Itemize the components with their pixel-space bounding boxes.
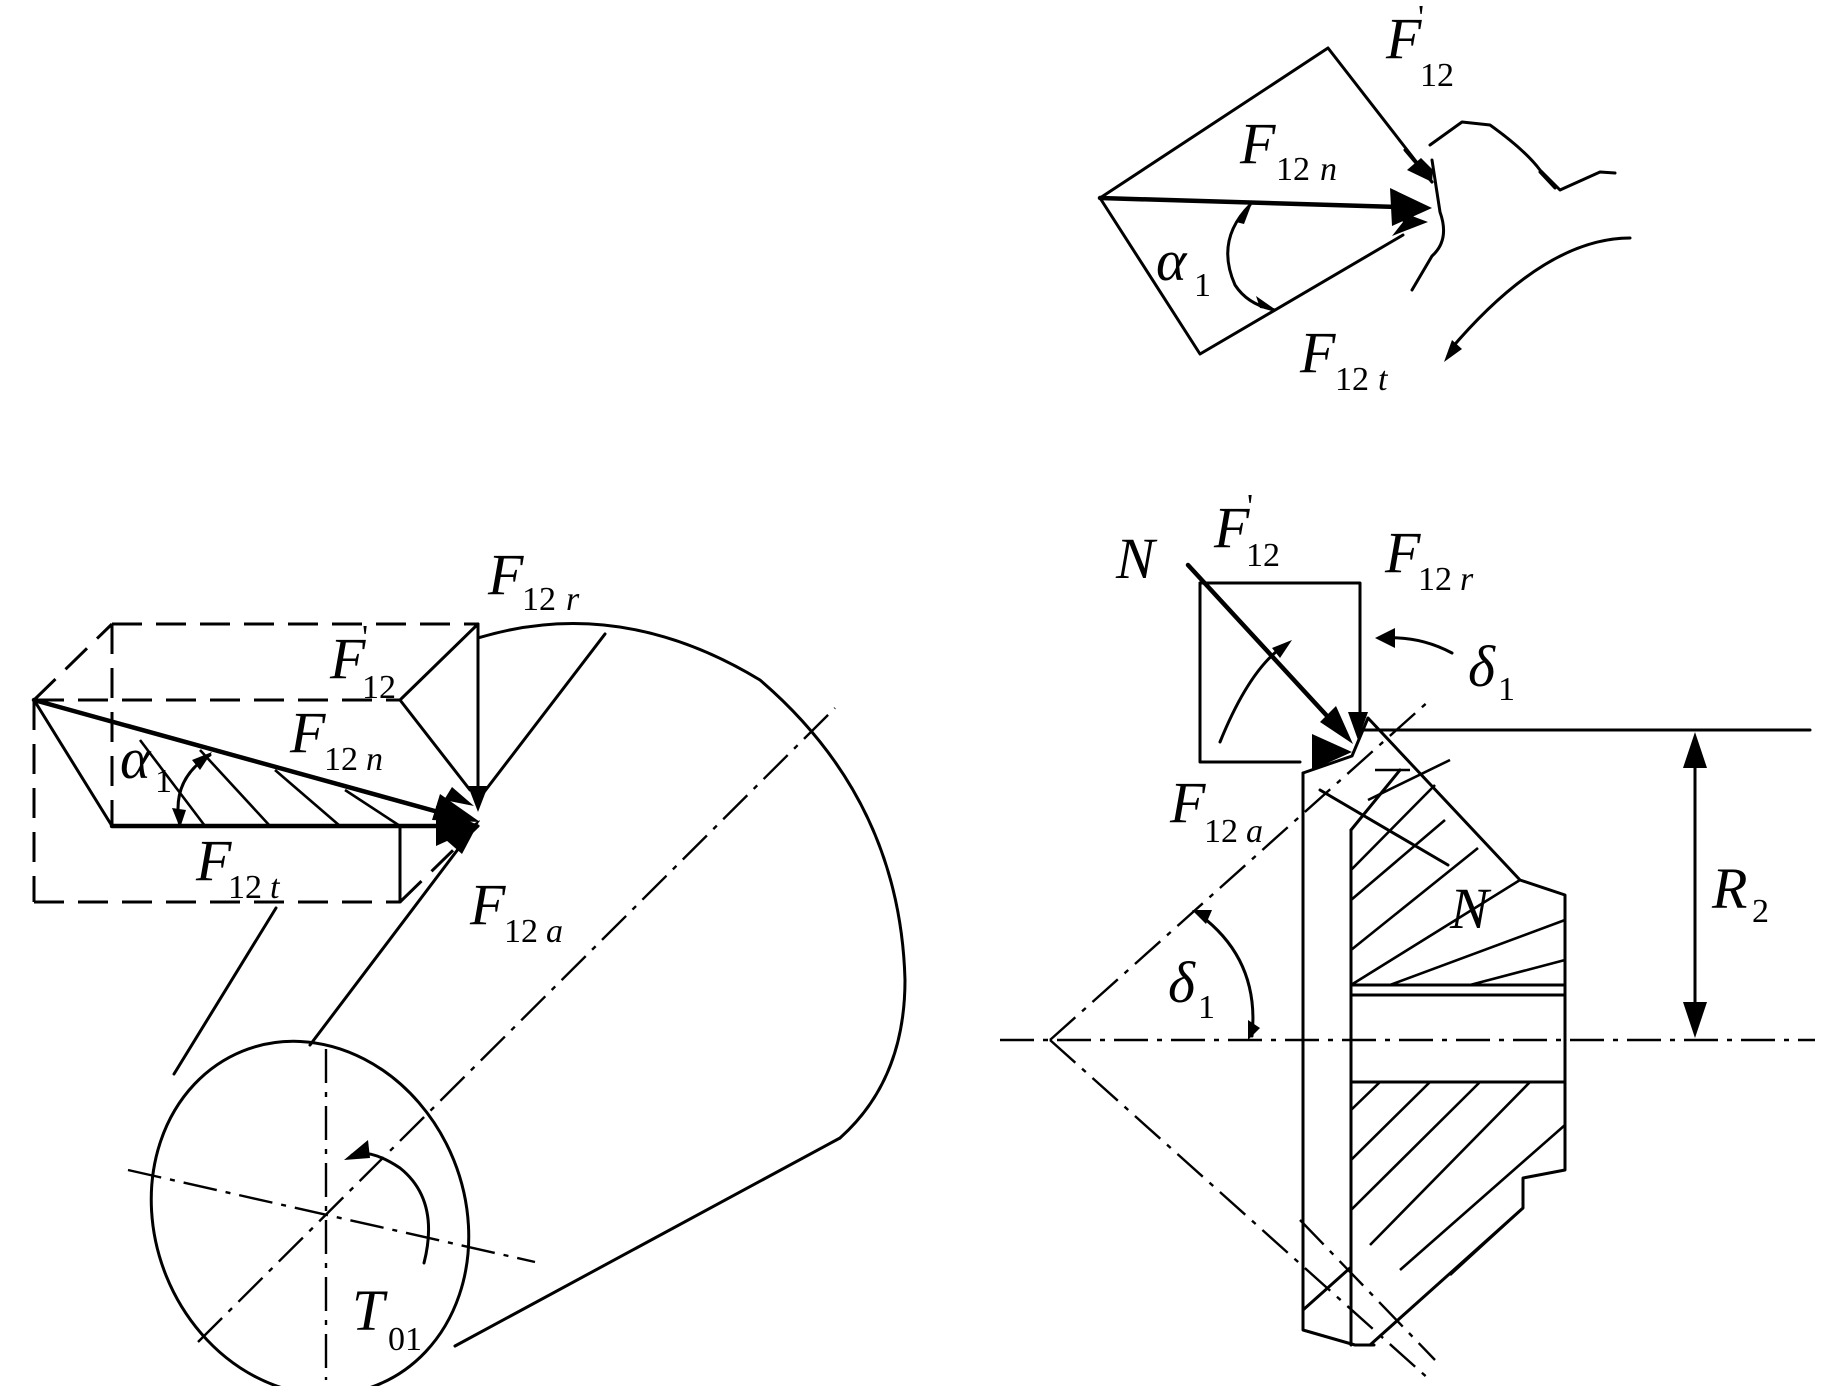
right-f12-prime-label: F'12 bbox=[1213, 488, 1280, 574]
left-f12-prime-label: F'12 bbox=[329, 619, 396, 706]
right-delta1-bottom-label: δ1 bbox=[1168, 950, 1215, 1026]
top-f12-prime-label: F'12 bbox=[1385, 0, 1454, 94]
right-n-top-label: N bbox=[1115, 526, 1158, 591]
right-n-bottom-label: N bbox=[1449, 876, 1492, 941]
right-gear-section bbox=[1000, 562, 1815, 1381]
right-delta1-top-label: δ1 bbox=[1468, 634, 1515, 708]
top-force-parallelogram bbox=[1097, 46, 1632, 362]
left-bevel-gear bbox=[31, 622, 907, 1386]
